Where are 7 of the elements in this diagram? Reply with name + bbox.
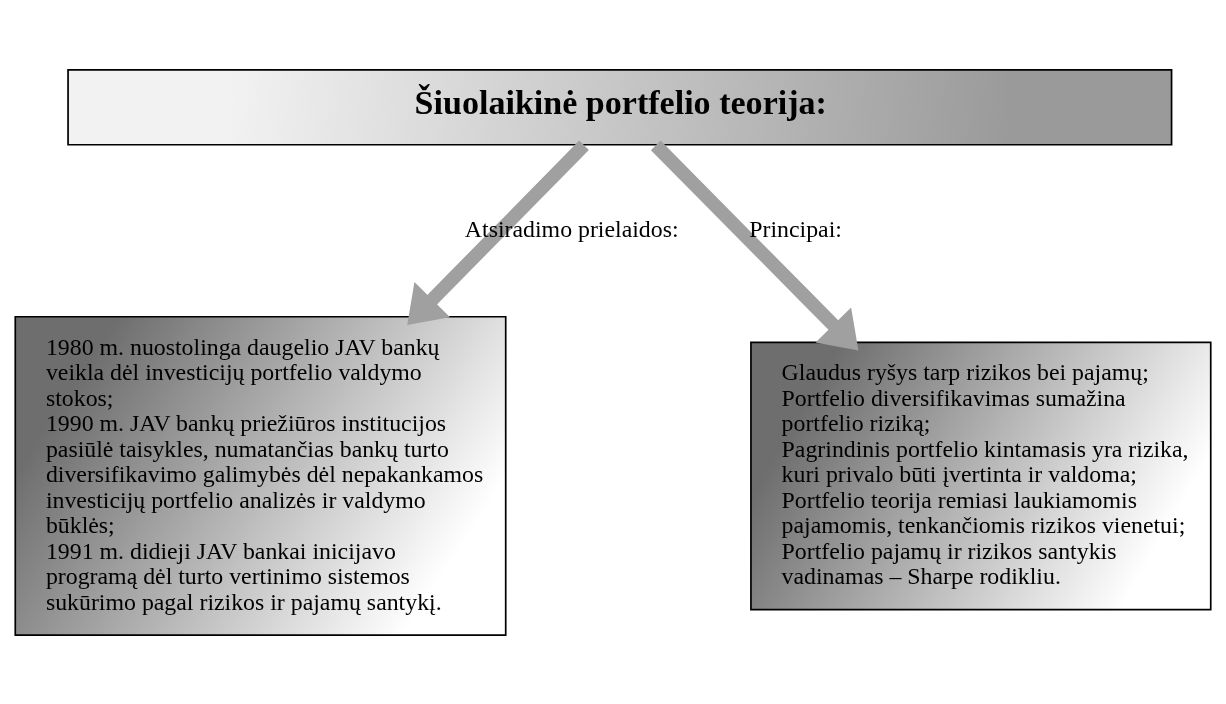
arrow: [650, 140, 859, 350]
node-box: 1980 m. nuostolinga daugelio JAV bankų veikla dėl investicijų portfelio valdymo stokos; 1990 m. JAV bankų priežiūros institucijos pasiūlė taisykles, numatančias bankų turto diversifikavimo galimybės dėl nepakankamos investicijų portfelio analizės ir valdymo būklės; 1991 m. didieji JAV bankai inicijavo programą dėl turto vertinimo sistemos sukūrimo pagal rizikos ir pajamų santykį.: [14, 315, 507, 636]
arrow: [407, 140, 589, 325]
node-box: Šiuolaikinė portfelio teorija:: [67, 68, 1173, 146]
edge-label: Principai:: [749, 215, 842, 242]
node-box: Glaudus ryšys tarp rizikos bei pajamų; Portfelio diversifikavimas sumažina portfelio riziką; Pagrindinis portfelio kintamasis yra rizika, kuri privalo būti įvertinta ir valdoma; Portfelio teorija remiasi laukiamomis pajamomis, tenkančiomis rizikos vienetui; Portfelio pajamų ir rizikos santykis vadinamas – Sharpe rodikliu.: [750, 340, 1212, 610]
edge-label: Atsiradimo prielaidos:: [464, 215, 679, 242]
